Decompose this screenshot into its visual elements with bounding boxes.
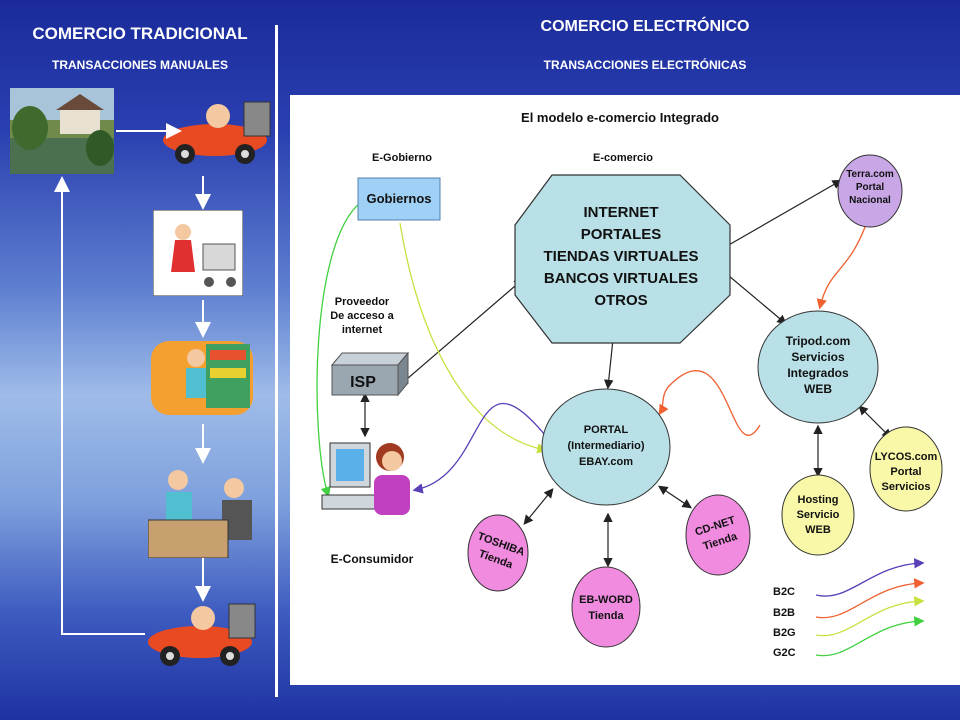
cdnet-node [685,494,751,576]
portal-line-3: EBAY.com [579,456,633,468]
isp-box-top [330,352,410,366]
ebword-line-1: EB-WORD [579,594,633,606]
ecomercio-label: E-comercio [593,152,653,164]
portal-node [541,388,671,506]
gobiernos-box [357,177,441,221]
tripod-line-1: Tripod.com [786,334,851,348]
isp-label: ISP [350,374,376,391]
tripod-line-2: Servicios [791,350,845,364]
center-line-2: PORTALES [581,226,662,243]
gobiernos-label: Gobiernos [366,191,431,206]
legend-line-g2c [815,616,925,657]
proveedor-line-3: internet [342,324,383,336]
car-driver-icon-return [148,603,256,666]
center-line-1: INTERNET [584,204,659,221]
legend-b2g: B2G [773,627,796,639]
left-title: COMERCIO TRADICIONAL [32,24,248,43]
divider-line [275,25,278,697]
center-line-3: TIENDAS VIRTUALES [543,248,698,265]
proveedor-line-1: Proveedor [335,296,390,308]
line-center-terra [717,179,843,252]
terra-line-3: Nacional [849,195,891,206]
egobierno-label: E-Gobierno [372,152,432,164]
lycos-node [869,426,943,512]
legend-b2c: B2C [773,586,795,598]
line-tripod-lycos [858,405,892,439]
terra-node [837,154,903,228]
right-title: COMERCIO ELECTRÓNICO [540,18,750,35]
curve-portal-consumer-purple [412,402,546,494]
arrow-return-to-house [54,176,145,635]
terra-line-1: Terra.com [846,169,894,180]
shopping-woman-picture [153,210,243,296]
center-line-5: OTROS [594,292,647,309]
hosting-node [781,474,855,556]
legend-line-b2g [815,596,925,637]
portal-line-2: (Intermediario) [567,440,644,452]
line-isp-center [398,278,524,387]
diagram-panel: El modelo e-comercio Integrado E-Gobiern… [290,95,960,685]
legend-b2b: B2B [773,607,795,619]
hosting-line-3: WEB [805,524,831,536]
toshiba-node [467,514,529,592]
lycos-line-2: Portal [890,466,921,478]
transaction-counter-picture [148,470,252,558]
tripod-node [757,310,879,424]
curve-tripod-portal-orange [658,369,761,436]
legend-g2c: G2C [773,647,796,659]
consumer-computer-icon [321,442,410,515]
lycos-line-3: Servicios [882,481,931,493]
house-picture [10,88,114,174]
curve-terra-tripod-orange [816,212,871,310]
hosting-line-1: Hosting [798,494,839,506]
tripod-line-3: Integrados [787,366,849,380]
portal-line-1: PORTAL [584,424,629,436]
legend-line-b2c [815,558,925,597]
econsumidor-label: E-Consumidor [331,552,414,566]
car-driver-icon [163,101,271,164]
terra-line-2: Portal [856,182,885,193]
internet-octagon [514,174,731,344]
diagram-title: El modelo e-comercio Integrado [521,110,719,125]
right-subtitle: TRANSACCIONES ELECTRÓNICAS [543,58,747,72]
curve-gov-portal-yellow [399,222,548,454]
line-portal-cdnet [658,485,692,509]
hosting-line-2: Servicio [797,509,840,521]
proveedor-line-2: De acceso a [330,310,394,322]
center-line-4: BANCOS VIRTUALES [544,270,698,287]
line-portal-toshiba [523,488,554,525]
ecommerce-diagram: El modelo e-comercio Integrado E-Gobiern… [316,110,943,659]
tripod-line-4: WEB [804,382,832,396]
left-subtitle: TRANSACCIONES MANUALES [51,58,228,72]
legend-line-b2b [815,578,925,619]
ebword-node [571,566,641,648]
left-flow-arrows [54,123,211,635]
curve-egov-consumer-green [316,202,361,498]
ebword-line-2: Tienda [588,610,624,622]
lycos-line-1: LYCOS.com [875,451,938,463]
store-shelf-picture [151,341,253,415]
isp-box [331,364,399,396]
